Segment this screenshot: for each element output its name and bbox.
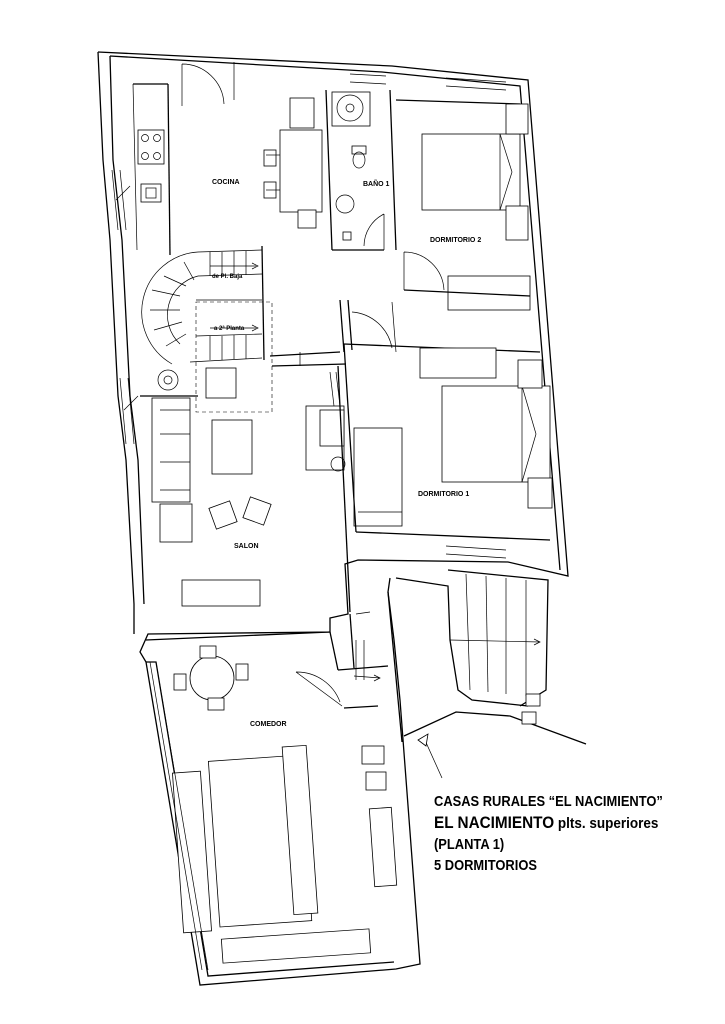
entrance-arrow: [417, 733, 443, 779]
caption-line-2-rest: plts. superiores: [554, 815, 659, 832]
room-label-cocina: COCINA: [212, 179, 240, 186]
staircase: de Pl. Baja a 2ª Planta: [141, 245, 273, 413]
room-label-bano1: BAÑO 1: [363, 179, 390, 188]
stair-label-down: de Pl. Baja: [212, 274, 243, 280]
exterior-stairs: [353, 569, 587, 745]
caption-line-2: EL NACIMIENTO plts. superiores: [434, 812, 674, 834]
stair-label-up: a 2ª Planta: [214, 325, 245, 332]
caption-line-1: CASAS RURALES “EL NACIMIENTO”: [434, 793, 663, 810]
caption-line-3: (PLANTA 1): [434, 836, 505, 853]
room-label-salon: SALON: [234, 543, 259, 550]
bathroom-1: BAÑO 1: [325, 89, 397, 251]
windows-left: [111, 73, 507, 559]
hallway: [269, 299, 397, 367]
caption-line-4: 5 DORMITORIOS: [434, 857, 537, 874]
plan-caption: CASAS RURALES “EL NACIMIENTO” EL NACIMIE…: [434, 791, 700, 876]
room-label-dormitorio2: DORMITORIO 2: [430, 237, 481, 244]
kitchen: COCINA: [132, 62, 323, 256]
bedroom-1: DORMITORIO 1: [343, 343, 553, 541]
room-label-dormitorio1: DORMITORIO 1: [418, 491, 469, 498]
bedroom-2: DORMITORIO 2: [395, 99, 531, 311]
living-room: SALON: [140, 365, 351, 613]
room-label-comedor: COMEDOR: [250, 721, 287, 728]
dining-room: COMEDOR: [149, 613, 398, 971]
caption-line-2-strong: EL NACIMIENTO: [434, 813, 555, 832]
